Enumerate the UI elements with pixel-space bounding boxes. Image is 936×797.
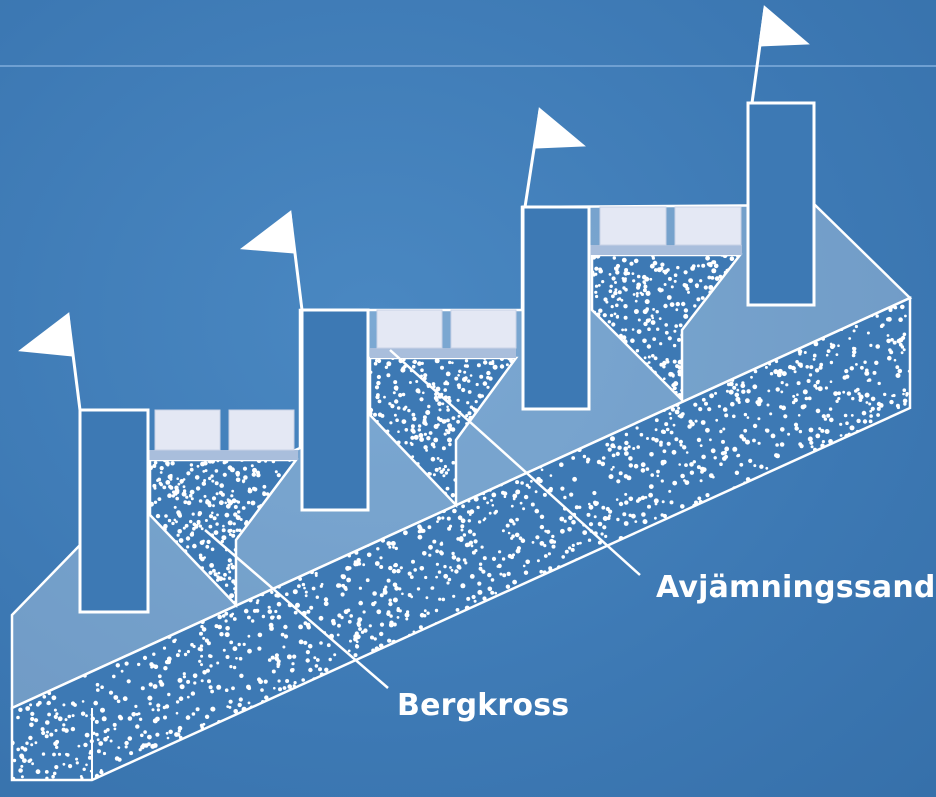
paver-stone (376, 309, 443, 349)
paver-stone (228, 409, 295, 451)
flag-icon (758, 5, 810, 47)
post-3 (521, 205, 591, 411)
flag-icon (18, 312, 74, 357)
post-2 (300, 308, 370, 512)
leader-line-crushed-rock (204, 529, 389, 689)
pavers (148, 206, 742, 460)
paver-stone (674, 206, 742, 246)
post-4 (746, 101, 816, 307)
label-leveling-sand: Avjämningssand (656, 570, 936, 605)
flag-icon (239, 210, 296, 254)
label-crushed-rock: Bergkross (397, 688, 570, 723)
paver-stone (450, 309, 517, 349)
paver-stone (599, 206, 667, 246)
flag-icon (533, 107, 586, 149)
posts (78, 101, 816, 614)
post-1 (78, 408, 150, 614)
flags (18, 5, 810, 411)
leader-line-leveling-sand (389, 349, 641, 576)
paver-stone (154, 409, 221, 451)
